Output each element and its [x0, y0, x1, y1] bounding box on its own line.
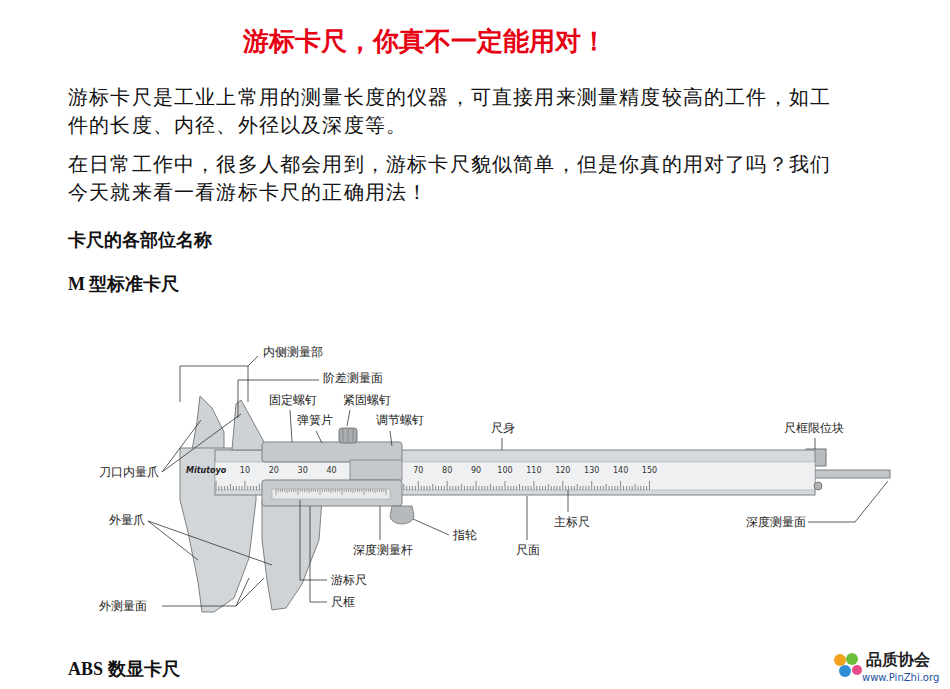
- scale-number: 150: [642, 466, 657, 475]
- part-label: 深度测量杆: [352, 543, 414, 558]
- part-label: 游标尺: [330, 573, 368, 588]
- scale-number: 110: [526, 466, 541, 475]
- scale-number: 80: [442, 466, 452, 475]
- scale-number: 130: [584, 466, 599, 475]
- scale-number: 40: [327, 466, 337, 475]
- watermark: 品质协会: [866, 650, 930, 671]
- part-label: 刀口内量爪: [98, 465, 160, 480]
- scale-number: 20: [269, 466, 279, 475]
- part-label: 调节螺钉: [375, 413, 425, 428]
- section-heading: ABS 数显卡尺: [68, 657, 180, 681]
- part-label: 内侧测量部: [262, 345, 324, 360]
- part-label: 弹簧片: [296, 413, 334, 428]
- part-label: 尺身: [490, 421, 516, 436]
- part-label: 深度测量面: [745, 515, 807, 530]
- part-label: 紧固螺钉: [342, 393, 392, 408]
- part-label: 尺框限位块: [783, 421, 845, 436]
- scale-number: 30: [298, 466, 308, 475]
- scale-number: 90: [471, 466, 481, 475]
- brand-mark: Mitutoyo: [186, 466, 226, 475]
- scale-number: 140: [613, 466, 628, 475]
- paragraph: 在日常工作中，很多人都会用到，游标卡尺貌似简单，但是你真的用对了吗？我们今天就来…: [68, 150, 848, 206]
- paragraph: 游标卡尺是工业上常用的测量长度的仪器，可直接用来测量精度较高的工件，如工件的长度…: [68, 83, 848, 139]
- scale-number: 120: [555, 466, 570, 475]
- scale-number: 10: [240, 466, 250, 475]
- part-label: 固定螺钉: [268, 393, 318, 408]
- part-label: 尺面: [515, 543, 541, 558]
- part-label: 主标尺: [553, 515, 591, 530]
- part-label: 尺框: [330, 595, 356, 610]
- logo-mark: [834, 653, 862, 677]
- part-label: 指轮: [452, 528, 478, 543]
- watermark: www.PinZhi.org: [862, 672, 939, 683]
- part-label: 阶差测量面: [322, 371, 384, 386]
- section-heading: 卡尺的各部位名称: [68, 228, 212, 252]
- page-title: 游标卡尺，你真不一定能用对！: [243, 24, 607, 59]
- section-heading: M 型标准卡尺: [68, 272, 180, 296]
- part-label: 外量爪: [108, 513, 146, 528]
- part-label: 外测量面: [98, 599, 148, 614]
- scale-number: 70: [413, 466, 423, 475]
- scale-number: 100: [497, 466, 512, 475]
